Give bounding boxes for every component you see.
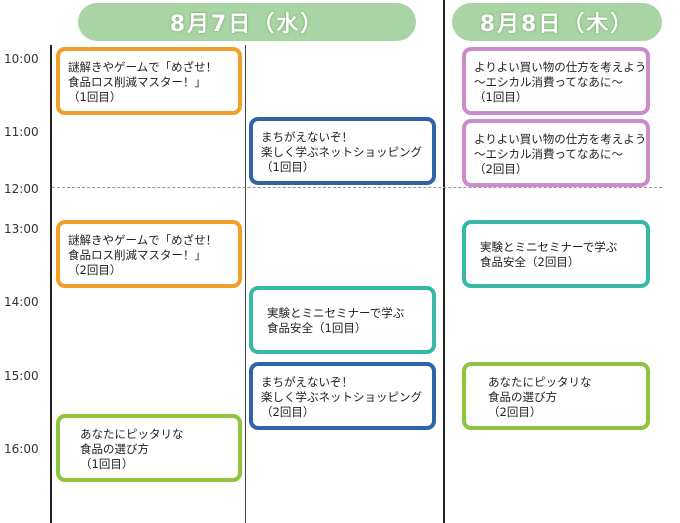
session-line: よりよい買い物の仕方を考えよう xyxy=(474,59,647,74)
session-line: あなたにピッタリな xyxy=(80,426,184,441)
session-line: 食品ロス削減マスター！」 xyxy=(68,247,206,262)
session-line: 食品安全（2回目） xyxy=(480,255,580,269)
day7-column-divider xyxy=(245,45,246,523)
session-line: （1回目） xyxy=(474,89,528,104)
session-line: （1回目） xyxy=(261,159,315,174)
day-header-aug8: 8月8日（木） xyxy=(452,3,662,41)
lunch-break-line xyxy=(52,187,662,188)
session-line: 食品安全（1回目） xyxy=(267,321,367,335)
session-line: 実験とミニセミナーで学ぶ xyxy=(267,306,405,320)
session-line: ～エシカル消費ってなあに～ xyxy=(474,146,623,161)
session-line: 実験とミニセミナーで学ぶ xyxy=(480,240,618,254)
session-line: （2回目） xyxy=(474,161,528,176)
session-line: （2回目） xyxy=(261,404,315,419)
session-line: （1回目） xyxy=(68,89,122,104)
session-line: （1回目） xyxy=(80,456,134,471)
session-line: 食品の選び方 xyxy=(488,389,557,404)
session-line: 食品の選び方 xyxy=(80,441,149,456)
session-line: まちがえないぞ！ xyxy=(261,374,353,389)
session-food-safety-2[interactable]: 実験とミニセミナーで学ぶ 食品安全（2回目） xyxy=(462,220,650,288)
session-food-safety-1[interactable]: 実験とミニセミナーで学ぶ 食品安全（1回目） xyxy=(249,286,436,354)
session-food-loss-1[interactable]: 謎解きやゲームで「めざせ！ 食品ロス削減マスター！」 （1回目） xyxy=(56,47,242,115)
session-line: 楽しく学ぶネットショッピング xyxy=(261,144,422,159)
time-label-1600: 16:00 xyxy=(4,442,39,456)
session-ethical-2[interactable]: よりよい買い物の仕方を考えよう ～エシカル消費ってなあに～ （2回目） xyxy=(462,119,650,187)
time-label-1200: 12:00 xyxy=(4,182,39,196)
session-line: あなたにピッタリな xyxy=(488,374,592,389)
time-label-1400: 14:00 xyxy=(4,295,39,309)
day-divider-line xyxy=(443,0,445,523)
session-line: 謎解きやゲームで「めざせ！ xyxy=(68,59,218,74)
session-line: （2回目） xyxy=(68,262,122,277)
time-label-1300: 13:00 xyxy=(4,222,39,236)
time-axis-line xyxy=(50,45,52,523)
session-food-choice-1[interactable]: あなたにピッタリな 食品の選び方 （1回目） xyxy=(56,414,242,482)
time-label-1000: 10:00 xyxy=(4,52,39,66)
session-line: 食品ロス削減マスター！」 xyxy=(68,74,206,89)
session-line: ～エシカル消費ってなあに～ xyxy=(474,74,623,89)
session-line: 謎解きやゲームで「めざせ！ xyxy=(68,232,218,247)
day-header-aug7: 8月7日（水） xyxy=(78,3,416,41)
session-net-shopping-1[interactable]: まちがえないぞ！ 楽しく学ぶネットショッピング （1回目） xyxy=(249,117,436,185)
session-net-shopping-2[interactable]: まちがえないぞ！ 楽しく学ぶネットショッピング （2回目） xyxy=(249,362,436,430)
session-line: 楽しく学ぶネットショッピング xyxy=(261,389,422,404)
session-line: まちがえないぞ！ xyxy=(261,129,353,144)
session-ethical-1[interactable]: よりよい買い物の仕方を考えよう ～エシカル消費ってなあに～ （1回目） xyxy=(462,47,650,115)
session-food-choice-2[interactable]: あなたにピッタリな 食品の選び方 （2回目） xyxy=(462,362,650,430)
session-line: （2回目） xyxy=(488,404,542,419)
time-label-1500: 15:00 xyxy=(4,369,39,383)
time-label-1100: 11:00 xyxy=(4,125,39,139)
session-line: よりよい買い物の仕方を考えよう xyxy=(474,131,647,146)
session-food-loss-2[interactable]: 謎解きやゲームで「めざせ！ 食品ロス削減マスター！」 （2回目） xyxy=(56,220,242,288)
